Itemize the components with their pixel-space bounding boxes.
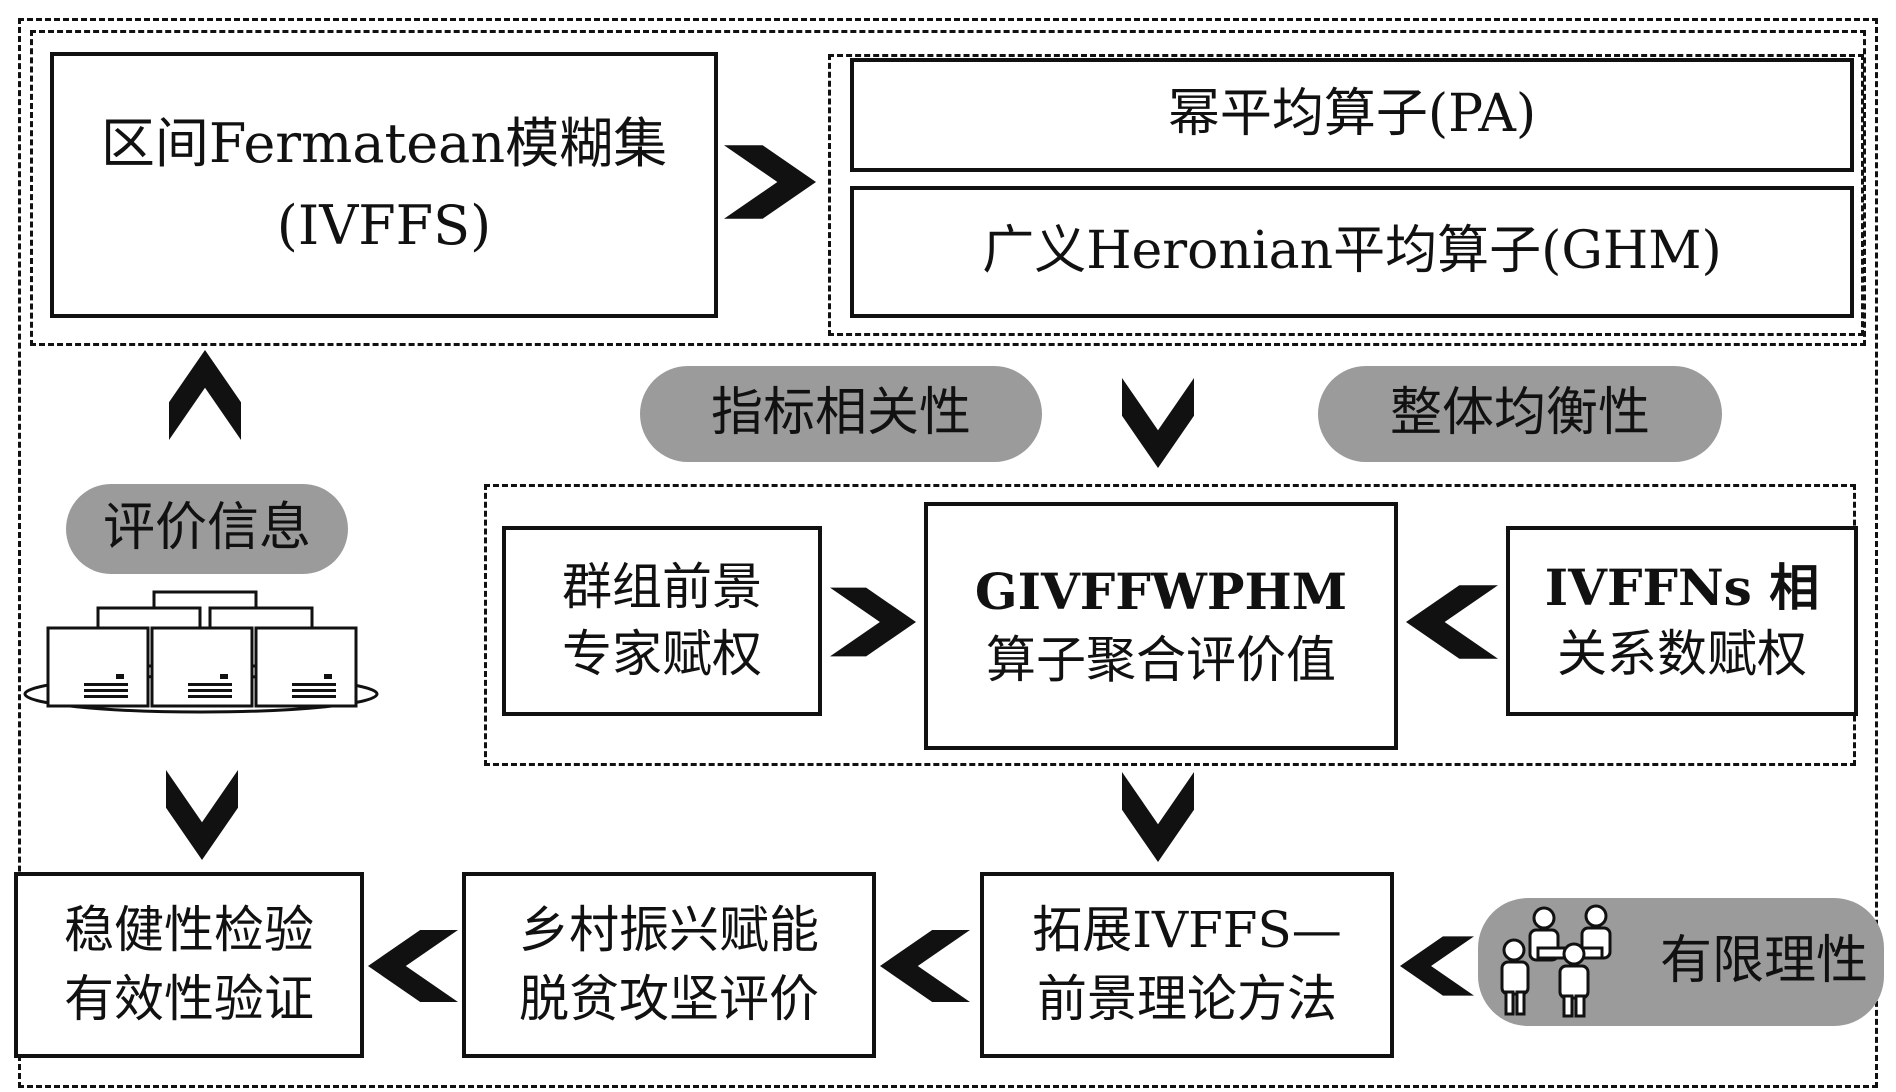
- ivffs-box: 区间Fermatean模糊集 (IVFFS): [50, 52, 718, 318]
- givffwphm-box: GIVFFWPHM 算子聚合评价值: [924, 502, 1398, 750]
- people-group-icon: [1500, 904, 1630, 1018]
- chevron-right-icon: [830, 584, 916, 660]
- rural-evaluation-box: 乡村振兴赋能 脱贫攻坚评价: [462, 872, 876, 1058]
- chevron-right-icon: [724, 144, 816, 220]
- pa-box: 幂平均算子(PA): [850, 58, 1854, 172]
- outer-dashed-frame: [18, 18, 1878, 1088]
- bounded-rationality-label: 有限理性: [1659, 931, 1868, 992]
- robustness-line2: 有效性验证: [64, 970, 314, 1028]
- chevron-down-icon: [1120, 772, 1196, 862]
- group-prospect-box: 群组前景 专家赋权: [502, 526, 822, 716]
- operator-dashed-frame: [828, 54, 1864, 336]
- evaluation-info-label: 评价信息: [102, 498, 311, 559]
- evaluation-info-pill: 评价信息: [66, 484, 348, 574]
- ivffns-box: IVFFNs 相 关系数赋权: [1506, 526, 1858, 716]
- robustness-line1: 稳健性检验: [64, 900, 314, 959]
- overall-balance-label: 整体均衡性: [1389, 383, 1650, 444]
- chevron-down-icon: [1120, 378, 1196, 468]
- chevron-down-icon: [164, 770, 240, 860]
- ghm-box: 广义Heronian平均算子(GHM): [850, 186, 1854, 318]
- indicator-correlation-label: 指标相关性: [710, 383, 971, 444]
- givffwphm-line1: GIVFFWPHM: [974, 561, 1348, 621]
- top-dashed-frame: [30, 30, 1866, 346]
- ivffns-line2: 关系数赋权: [1557, 625, 1807, 683]
- chevron-left-icon: [368, 928, 458, 1004]
- group-prospect-line1: 群组前景: [562, 557, 762, 616]
- ivffs-title: 区间Fermatean模糊集: [100, 111, 668, 175]
- chevron-left-icon: [880, 928, 970, 1004]
- group-prospect-line2: 专家赋权: [562, 625, 762, 683]
- ivffns-line1: IVFFNs 相: [1544, 557, 1820, 617]
- computer-network-icon: [12, 584, 390, 714]
- overall-balance-pill: 整体均衡性: [1318, 366, 1722, 462]
- ivffs-abbr: (IVFFS): [276, 194, 492, 257]
- chevron-left-icon: [1400, 928, 1474, 1004]
- rural-evaluation-line2: 脱贫攻坚评价: [519, 970, 819, 1028]
- ghm-label: 广义Heronian平均算子(GHM): [982, 221, 1722, 282]
- extended-method-line1: 拓展IVFFS—: [1032, 900, 1342, 959]
- chevron-left-icon: [1406, 584, 1498, 660]
- indicator-correlation-pill: 指标相关性: [640, 366, 1042, 462]
- robustness-box: 稳健性检验 有效性验证: [14, 872, 364, 1058]
- givffwphm-line2: 算子聚合评价值: [986, 631, 1336, 689]
- rural-evaluation-line1: 乡村振兴赋能: [519, 900, 819, 959]
- extended-method-line2: 前景理论方法: [1037, 970, 1337, 1028]
- pa-label: 幂平均算子(PA): [1167, 84, 1537, 145]
- chevron-up-icon: [168, 350, 242, 440]
- extended-method-box: 拓展IVFFS— 前景理论方法: [980, 872, 1394, 1058]
